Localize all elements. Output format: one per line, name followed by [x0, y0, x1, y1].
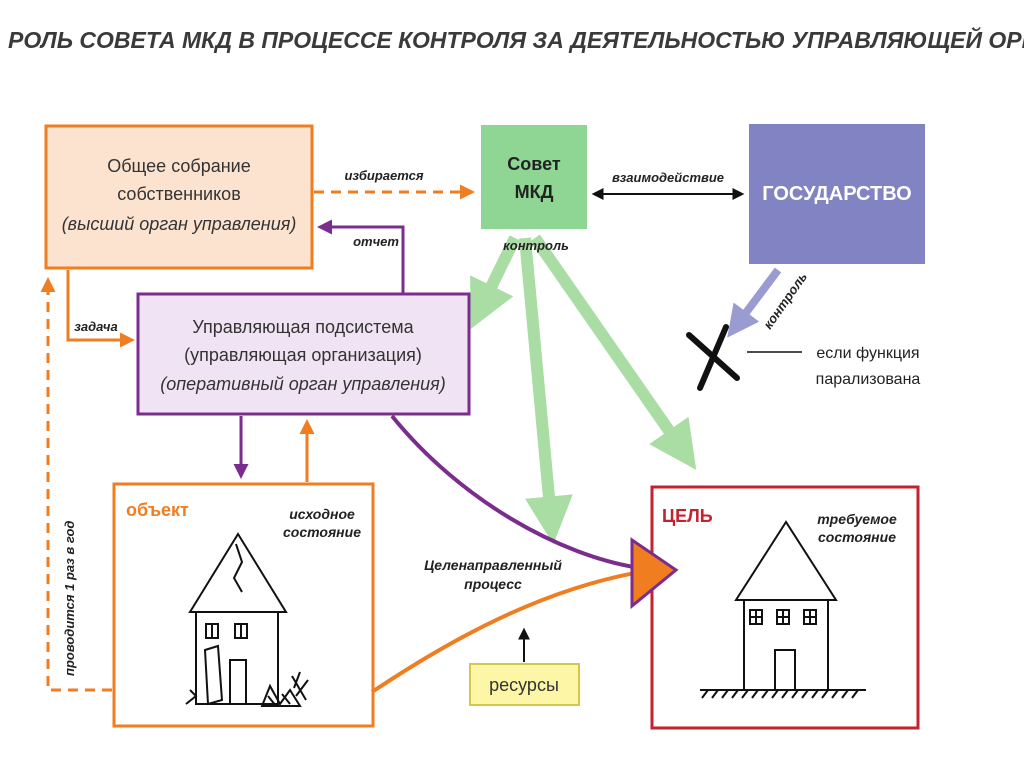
note-line2: парализована — [816, 371, 921, 388]
edge-subsystem-to-goal — [390, 414, 641, 570]
edge-elected-label: избирается — [344, 168, 423, 183]
goal-label: ЦЕЛЬ — [662, 506, 713, 526]
council-line2: МКД — [515, 182, 554, 202]
goal-state-line1: требуемое — [817, 511, 897, 527]
council-line1: Совет — [507, 154, 561, 174]
node-management-subsystem: Управляющая подсистема (управляющая орга… — [136, 292, 471, 416]
node-resources: ресурсы — [469, 663, 580, 706]
node-state: ГОСУДАРСТВО — [749, 124, 925, 264]
paralyzed-cross-icon — [686, 324, 740, 391]
edge-elected: избирается — [314, 168, 475, 200]
note-line1: если функция — [816, 345, 919, 362]
edge-object-to-goal — [370, 570, 641, 694]
subsystem-line1: Управляющая подсистема — [192, 317, 414, 337]
edge-state-control: контроль — [727, 267, 810, 338]
assembly-line1: Общее собрание — [107, 156, 251, 176]
object-label: объект — [126, 500, 189, 520]
control-arrow-to-goal — [530, 234, 697, 470]
assembly-line2: собственников — [117, 184, 241, 204]
process-label: Целенаправленный процесс — [424, 557, 562, 592]
assembly-line3: (высший орган управления) — [62, 214, 297, 234]
edge-interaction: взаимодействие — [591, 170, 745, 200]
resources-label: ресурсы — [489, 675, 559, 695]
state-label: ГОСУДАРСТВО — [762, 183, 911, 205]
process-label-line2: процесс — [464, 576, 522, 592]
control-arrow-to-subsystem — [470, 235, 521, 329]
edge-interaction-label: взаимодействие — [612, 170, 724, 185]
edge-task: задача — [66, 270, 135, 348]
edge-control-council-label: контроль — [503, 238, 569, 253]
edge-task-label: задача — [74, 319, 117, 334]
intact-house-illustration — [700, 520, 866, 699]
process-label-line1: Целенаправленный — [424, 557, 562, 573]
diagram-title: РОЛЬ СОВЕТА МКД В ПРОЦЕССЕ КОНТРОЛЯ ЗА Д… — [8, 25, 1024, 53]
goal-state-line2: состояние — [818, 529, 896, 545]
object-state-line1: исходное — [289, 506, 355, 522]
edge-yearly-label: проводится 1 раз в год — [62, 521, 77, 676]
node-general-assembly: Общее собрание собственников (высший орг… — [44, 124, 314, 270]
edge-yearly-meeting: проводится 1 раз в год — [40, 277, 112, 692]
damaged-house-illustration — [185, 532, 309, 707]
control-arrow-to-process — [519, 237, 573, 545]
edge-report-label: отчет — [353, 234, 399, 249]
edge-report: отчет — [317, 219, 405, 294]
subsystem-line3: (оперативный орган управления) — [160, 374, 446, 394]
goal-arrowhead — [630, 537, 679, 610]
node-council: Совет МКД — [481, 125, 587, 229]
subsystem-line2: (управляющая организация) — [184, 345, 422, 365]
green-control-arrows — [470, 234, 697, 545]
object-state-line2: состояние — [283, 524, 361, 540]
